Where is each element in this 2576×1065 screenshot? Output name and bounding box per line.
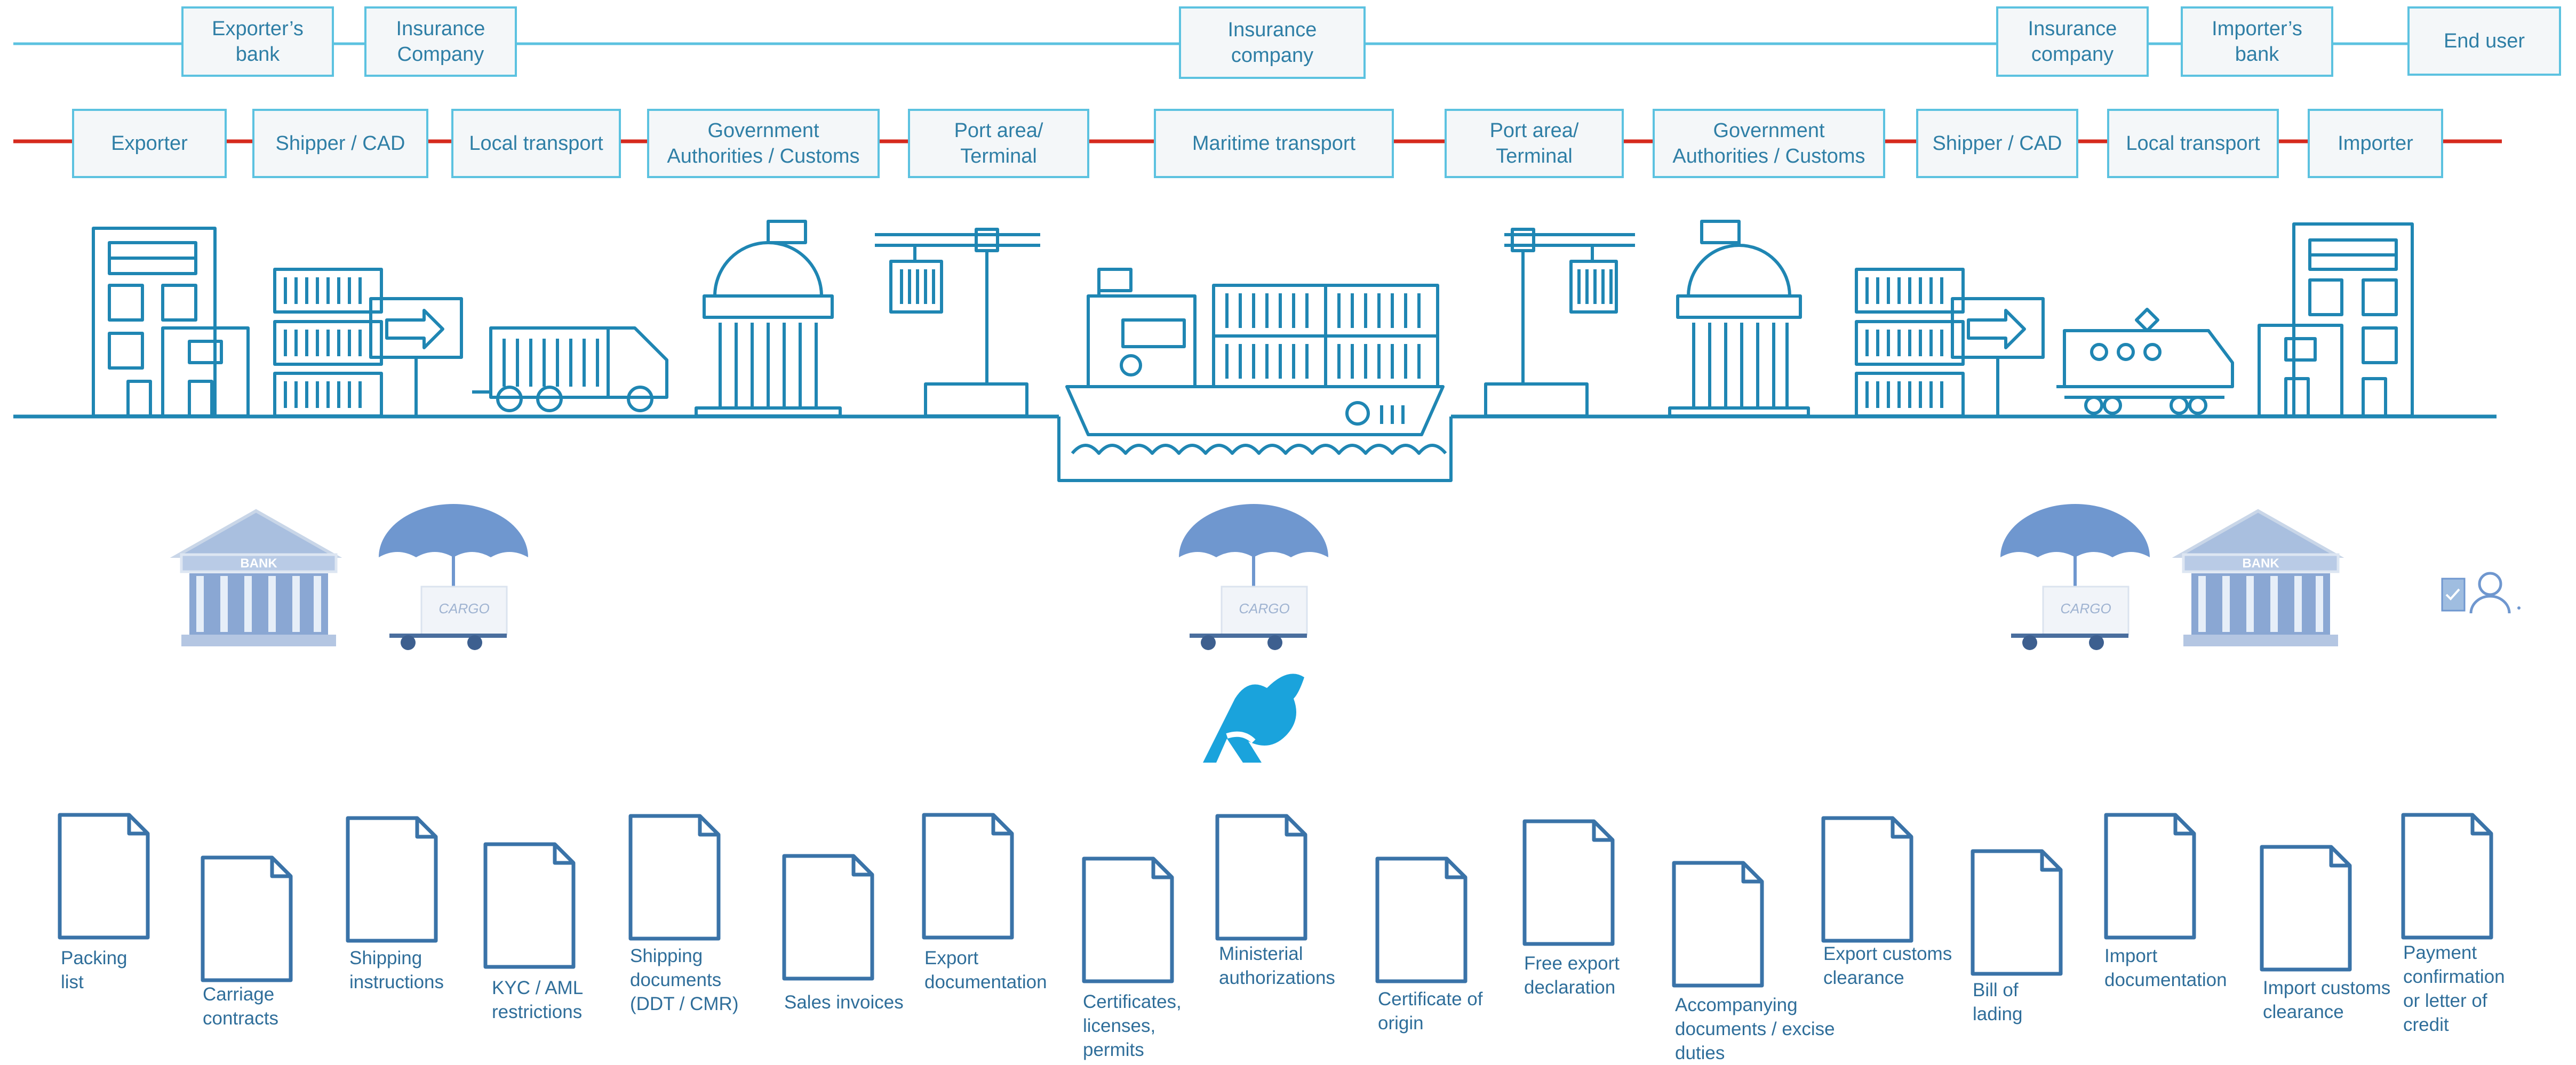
insurance-cargo-icon-2: CARGO bbox=[1179, 504, 1328, 650]
cargo-sign: CARGO bbox=[438, 600, 489, 616]
bank-icon: BANK bbox=[170, 509, 342, 646]
document-icon bbox=[1082, 856, 1174, 983]
document-icon bbox=[483, 842, 576, 969]
chain-box-port-terminal-1: Port area/ Terminal bbox=[908, 109, 1089, 178]
doc-label-import-documentation: Import documentation bbox=[2104, 946, 2227, 990]
top-box-insurance-company-3: Insurance company bbox=[1996, 6, 2149, 77]
top-box-insurance-company-2: Insurance company bbox=[1179, 6, 1366, 79]
document-icon bbox=[628, 814, 721, 941]
document-icon bbox=[201, 855, 293, 982]
doc-label-bill-of-lading: Bill of lading bbox=[1973, 980, 2023, 1024]
bank-sign: BANK bbox=[240, 556, 277, 571]
document-icon bbox=[1215, 814, 1307, 941]
company-logo-icon bbox=[1203, 674, 1304, 763]
document-icon bbox=[1522, 819, 1615, 946]
document-icon bbox=[2401, 813, 2493, 940]
insurance-cargo-icon-3: CARGO bbox=[2000, 504, 2150, 650]
container-stack-icon bbox=[273, 268, 463, 418]
doc-label-free-export-declaration: Free export declaration bbox=[1524, 953, 1620, 998]
container-stack-icon-2 bbox=[1855, 268, 2045, 418]
document-icon bbox=[782, 854, 874, 981]
document-icon bbox=[1821, 816, 1913, 943]
port-crane-icon-2 bbox=[1484, 228, 1635, 418]
chain-box-government-customs-2: Government Authorities / Customs bbox=[1653, 109, 1885, 178]
insurance-cargo-icon: CARGO bbox=[379, 504, 528, 650]
government-building-icon-2 bbox=[1668, 220, 1810, 418]
train-icon bbox=[2056, 308, 2234, 415]
top-box-end-user: End user bbox=[2407, 6, 2561, 76]
cargo-sign-3: CARGO bbox=[2060, 600, 2111, 616]
doc-label-accompanying-documents: Accompanying documents / excise duties bbox=[1675, 995, 1835, 1063]
chain-box-local-transport-2: Local transport bbox=[2107, 109, 2279, 178]
bank-sign-2: BANK bbox=[2242, 556, 2279, 571]
chain-box-shipper-cad-1: Shipper / CAD bbox=[252, 109, 428, 178]
exporter-building-icon bbox=[92, 227, 250, 418]
chain-box-port-terminal-2: Port area/ Terminal bbox=[1445, 109, 1624, 178]
chain-box-shipper-cad-2: Shipper / CAD bbox=[1916, 109, 2078, 178]
doc-label-carriage-contracts: Carriage contracts bbox=[203, 984, 278, 1029]
doc-label-export-documentation: Export documentation bbox=[924, 948, 1047, 992]
doc-label-kyc-aml: KYC / AML restrictions bbox=[492, 978, 584, 1022]
doc-label-packing-list: Packing list bbox=[61, 948, 127, 992]
doc-label-export-customs-clearance: Export customs clearance bbox=[1823, 943, 1952, 988]
document-icon bbox=[922, 813, 1014, 940]
end-user-icon bbox=[2441, 572, 2521, 614]
top-box-insurance-company-1: Insurance Company bbox=[364, 6, 517, 77]
bank-icon-2: BANK bbox=[2172, 509, 2344, 646]
doc-label-shipping-documents: Shipping documents (DDT / CMR) bbox=[630, 946, 739, 1014]
cargo-ship-icon bbox=[1057, 268, 1453, 482]
doc-label-import-customs-clearance: Import customs clearance bbox=[2263, 978, 2391, 1022]
importer-building-icon bbox=[2258, 222, 2414, 418]
document-icon bbox=[1375, 856, 1468, 983]
chain-box-importer: Importer bbox=[2308, 109, 2443, 178]
document-icon bbox=[2260, 845, 2352, 972]
truck-icon bbox=[472, 326, 668, 412]
doc-label-payment-confirmation: Payment confirmation or letter of credit bbox=[2403, 942, 2505, 1035]
document-icon bbox=[346, 816, 438, 943]
document-icon bbox=[58, 813, 150, 940]
doc-label-certificate-of-origin: Certificate of origin bbox=[1378, 989, 1483, 1034]
document-icon bbox=[2104, 813, 2196, 940]
document-icon bbox=[1672, 861, 1764, 988]
document-icon bbox=[1971, 849, 2063, 976]
cargo-sign-2: CARGO bbox=[1239, 600, 1289, 616]
chain-box-local-transport-1: Local transport bbox=[451, 109, 621, 178]
chain-box-exporter: Exporter bbox=[72, 109, 227, 178]
top-box-exporters-bank: Exporter’s bank bbox=[181, 6, 334, 77]
doc-label-sales-invoices: Sales invoices bbox=[784, 992, 904, 1013]
port-crane-icon bbox=[875, 228, 1040, 418]
chain-box-government-customs-1: Government Authorities / Customs bbox=[647, 109, 880, 178]
doc-label-ministerial-authorizations: Ministerial authorizations bbox=[1219, 943, 1335, 988]
doc-label-shipping-instructions: Shipping instructions bbox=[349, 948, 444, 992]
top-box-importers-bank: Importer’s bank bbox=[2181, 6, 2333, 77]
chain-box-maritime-transport: Maritime transport bbox=[1154, 109, 1394, 178]
doc-label-certificates: Certificates, licenses, permits bbox=[1083, 991, 1182, 1060]
government-building-icon bbox=[695, 220, 842, 418]
